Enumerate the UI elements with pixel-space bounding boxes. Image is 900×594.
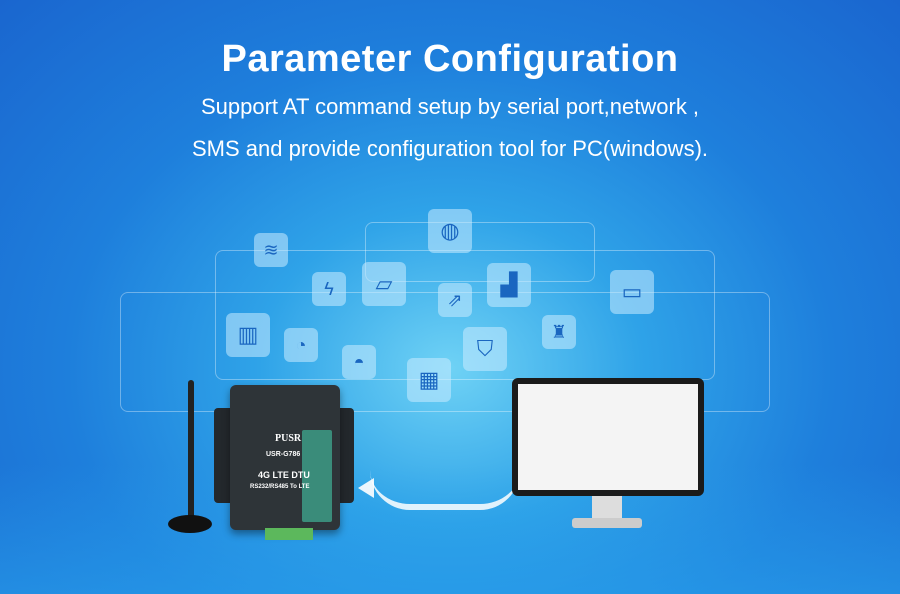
- device-desc: RS232/RS485 To LTE: [250, 484, 310, 490]
- antenna-base: [168, 515, 212, 533]
- network-line: [365, 222, 595, 282]
- device-name: 4G LTE DTU: [258, 470, 310, 480]
- page-title: Parameter Configuration: [221, 38, 679, 80]
- led-panel: [302, 430, 332, 522]
- lightning-icon: ϟ: [312, 272, 346, 306]
- gauge-icon: ◔: [284, 328, 318, 362]
- piano-icon: ▦: [407, 358, 451, 402]
- external-link-icon: ⇗: [438, 283, 472, 317]
- wifi-icon: ≋: [254, 233, 288, 267]
- extinguisher-icon: ♜: [542, 315, 576, 349]
- subtitle-line-2: SMS and provide configuration tool for P…: [191, 136, 709, 161]
- config-tool-screen: [518, 384, 698, 490]
- monitor-stand: [592, 496, 622, 520]
- device-brand: PUSR: [275, 433, 302, 444]
- shield-icon: ⛉: [463, 327, 507, 371]
- chart-icon: ▟: [487, 263, 531, 307]
- subtitle-line-1: Support AT command setup by serial port,…: [200, 94, 700, 119]
- folder-share-icon: ▱: [362, 262, 406, 306]
- device-model: USR-G786: [266, 451, 301, 458]
- arrow-curve: [370, 470, 520, 510]
- terminal-block: [265, 528, 313, 540]
- globe-icon: ◍: [428, 209, 472, 253]
- arrow-head-icon: [358, 478, 374, 498]
- speedometer-icon: ◓: [342, 345, 376, 379]
- pc-monitor: [512, 378, 704, 496]
- monitor-foot: [572, 518, 642, 528]
- monitor-icon: ▭: [610, 270, 654, 314]
- antenna: [188, 380, 194, 520]
- dtu-device: PUSR USR-G786 4G LTE DTU RS232/RS485 To …: [230, 385, 340, 530]
- buildings-icon: ▥: [226, 313, 270, 357]
